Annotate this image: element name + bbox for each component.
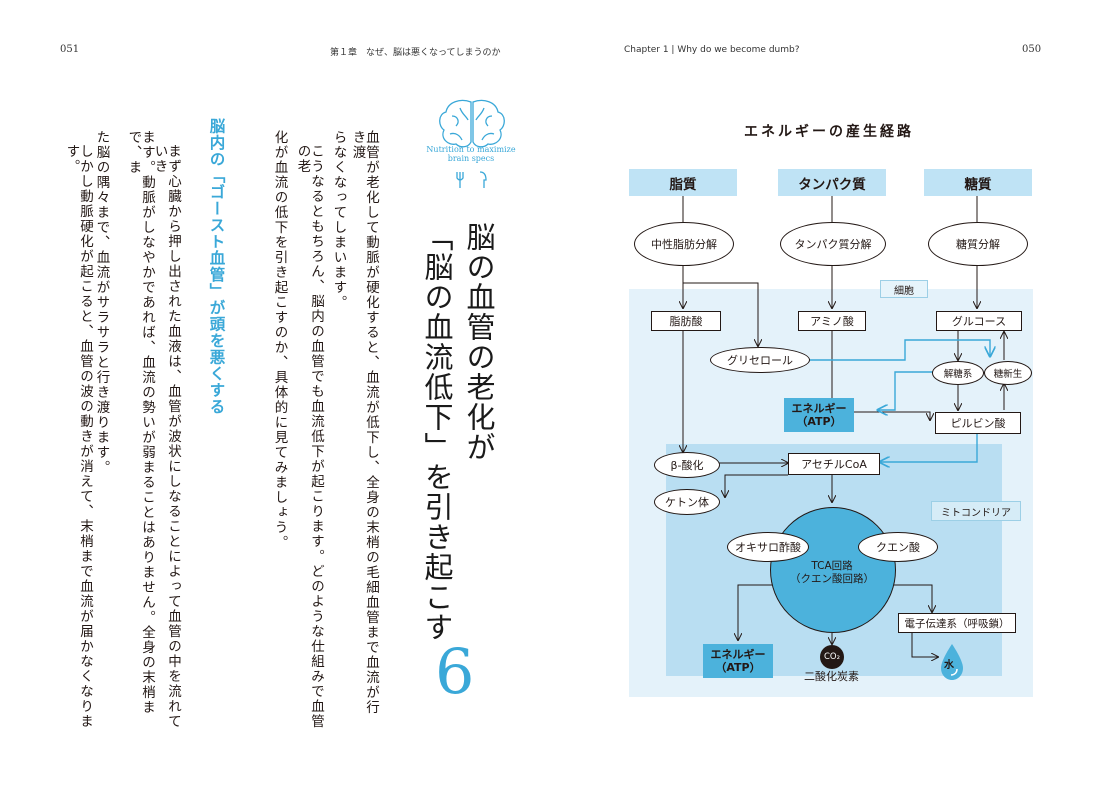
- pyruvate-box: ピルビン酸: [935, 412, 1021, 434]
- breakdown-carb: 糖質分解: [928, 222, 1028, 266]
- diagram-title: エネルギーの産生経路: [744, 124, 914, 140]
- para3-line1: まず心臓から押し出された血液は、血管が波状にしなることによって血管の中を流れてい…: [151, 144, 182, 729]
- para1-line1: 血管が老化して動脈が硬化すると、血流が低下し、全身の末梢の毛細血管まで血流が行き…: [349, 130, 380, 715]
- water-label: 水: [944, 660, 954, 671]
- para1-line2: らなくなってしまいます。: [330, 130, 347, 310]
- para3-line3: た脳の隅々まで、血流がサラサラと行き渡ります。: [93, 130, 110, 475]
- chapter-number: 6: [435, 635, 475, 708]
- gluconeogenesis-oval: 糖新生: [984, 361, 1032, 385]
- energy-atp-upper-line2: （ATP）: [796, 415, 842, 428]
- tca-cycle-label: TCA回路 （クエン酸回路）: [780, 560, 884, 586]
- ketone-oval: ケトン体: [654, 489, 720, 515]
- brain-caption: Nutrition to maximize brain specs: [426, 145, 516, 164]
- co2-label: 二酸化炭素: [804, 670, 859, 683]
- para2-line2: 化が血流の低下を引き起こすのか、具体的に見てみましょう。: [271, 130, 288, 550]
- left-running-head: 第１章 なぜ、脳は悪くなってしまうのか: [330, 48, 501, 58]
- source-carb: 糖質: [924, 169, 1032, 196]
- energy-atp-lower-line1: エネルギー: [710, 647, 766, 661]
- glycerol-oval: グリセロール: [710, 347, 810, 373]
- beta-oxidation-oval: β-酸化: [654, 452, 720, 478]
- right-page-number: 050: [1022, 44, 1042, 55]
- subheading: 脳内の「ゴースト血管」が頭を悪くする: [207, 118, 226, 415]
- brain-icon: [439, 99, 505, 188]
- breakdown-lipid: 中性脂肪分解: [634, 222, 734, 266]
- cell-label: 細胞: [880, 280, 928, 298]
- para2-line1: こうなるともちろん、脳内の血管でも血流低下が起こります。どのような仕組みで血管の…: [294, 144, 325, 729]
- para3-line2: ます。動脈がしなやかであれば、血流の勢いが弱まることはありません。全身の末梢まで…: [125, 130, 156, 715]
- energy-atp-lower: エネルギー （ATP）: [703, 644, 773, 678]
- glucose-box: グルコース: [936, 311, 1022, 331]
- brain-logo: [430, 92, 514, 202]
- breakdown-protein: タンパク質分解: [780, 222, 886, 266]
- water-drop-icon: [938, 642, 966, 682]
- amino-acid-box: アミノ酸: [798, 311, 866, 331]
- energy-atp-lower-line2: （ATP）: [715, 661, 761, 674]
- glycolysis-oval: 解糖系: [932, 361, 984, 385]
- energy-atp-upper-line1: エネルギー: [791, 401, 847, 415]
- mitochondria-label: ミトコンドリア: [931, 501, 1021, 521]
- tca-line1: TCA回路: [811, 560, 853, 572]
- chapter-title-line2: 「脳の血流低下」を引き起こす: [420, 222, 454, 642]
- oxaloacetate-oval: オキサロ酢酸: [727, 532, 809, 562]
- co2-molecule: CO₂: [820, 645, 844, 669]
- source-lipid: 脂質: [629, 169, 737, 196]
- chapter-title-line1: 脳の血管の老化が: [462, 222, 496, 462]
- right-running-head: Chapter 1 | Why do we become dumb?: [624, 45, 800, 55]
- acetyl-coa-box: アセチルCoA: [788, 453, 880, 475]
- para4-line1: しかし動脈硬化が起こると、血管の波の動きが消えて、末梢まで血流が届かなくなります…: [63, 144, 94, 729]
- fatty-acid-box: 脂肪酸: [651, 311, 721, 331]
- electron-transport-box: 電子伝達系（呼吸鎖）: [898, 613, 1016, 633]
- tca-cycle-circle: [770, 507, 896, 633]
- source-protein: タンパク質: [778, 169, 886, 196]
- tca-line2: （クエン酸回路）: [790, 573, 874, 586]
- citric-acid-oval: クエン酸: [858, 532, 938, 562]
- energy-atp-upper: エネルギー （ATP）: [784, 398, 854, 432]
- left-page-number: 051: [60, 44, 80, 55]
